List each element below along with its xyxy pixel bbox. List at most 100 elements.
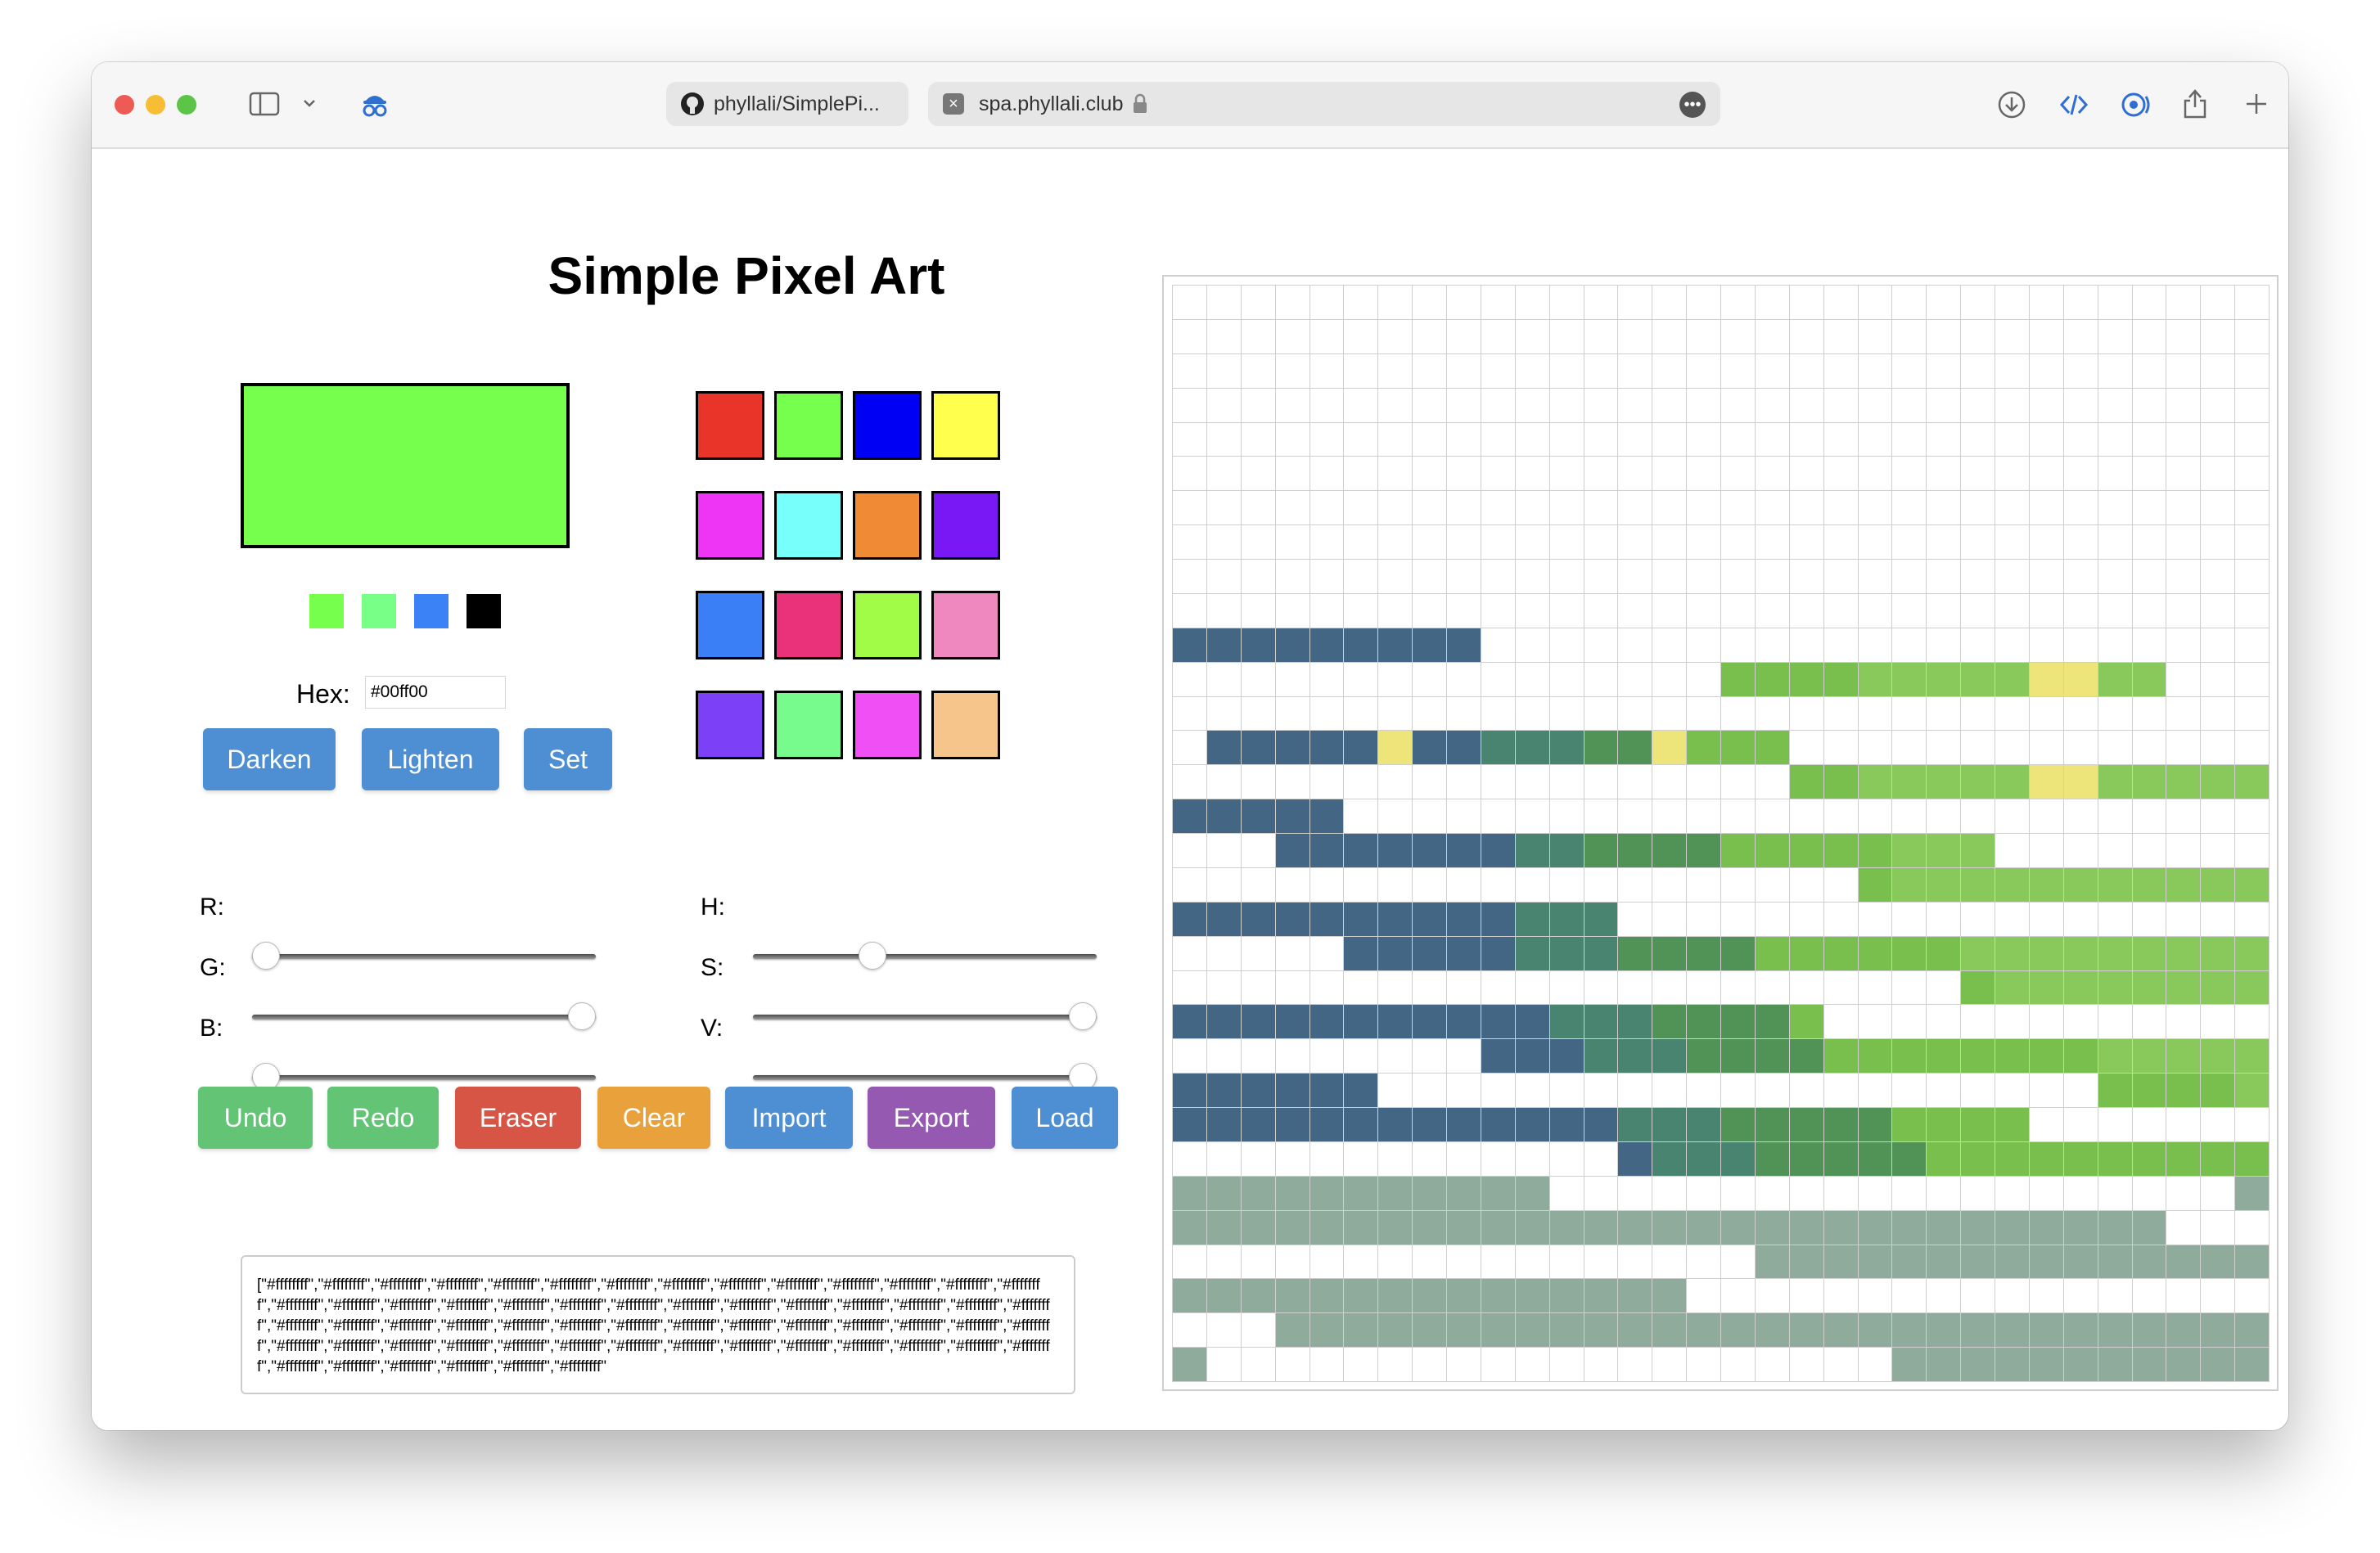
pixel-cell[interactable] bbox=[1721, 593, 1756, 628]
pixel-cell[interactable] bbox=[1309, 1039, 1345, 1074]
pixel-cell[interactable] bbox=[1549, 1039, 1584, 1074]
pixel-cell[interactable] bbox=[1515, 834, 1550, 868]
pixel-cell[interactable] bbox=[1789, 319, 1824, 354]
pixel-cell[interactable] bbox=[2166, 1176, 2202, 1211]
pixel-cell[interactable] bbox=[1549, 388, 1584, 423]
pixel-cell[interactable] bbox=[2063, 1141, 2098, 1177]
pixel-cell[interactable] bbox=[1995, 353, 2030, 389]
pixel-cell[interactable] bbox=[2201, 1141, 2236, 1177]
pixel-cell[interactable] bbox=[1892, 1176, 1927, 1211]
pixel-cell[interactable] bbox=[1549, 353, 1584, 389]
pixel-cell[interactable] bbox=[1584, 1039, 1619, 1074]
pixel-cell[interactable] bbox=[1515, 560, 1550, 594]
pixel-cell[interactable] bbox=[1206, 696, 1242, 731]
pixel-cell[interactable] bbox=[1789, 422, 1824, 457]
pixel-cell[interactable] bbox=[1344, 560, 1379, 594]
pixel-cell[interactable] bbox=[2029, 1313, 2064, 1348]
pixel-cell[interactable] bbox=[1927, 1348, 1962, 1382]
pixel-cell[interactable] bbox=[1344, 834, 1379, 868]
pixel-cell[interactable] bbox=[1344, 731, 1379, 766]
pixel-cell[interactable] bbox=[1789, 525, 1824, 560]
pixel-cell[interactable] bbox=[1755, 1245, 1790, 1280]
pixel-cell[interactable] bbox=[1515, 491, 1550, 526]
pixel-cell[interactable] bbox=[1481, 593, 1516, 628]
pixel-cell[interactable] bbox=[2235, 319, 2270, 354]
pixel-cell[interactable] bbox=[1823, 799, 1859, 834]
pixel-cell[interactable] bbox=[1789, 1245, 1824, 1280]
pixel-cell[interactable] bbox=[2132, 1005, 2167, 1040]
pixel-cell[interactable] bbox=[1961, 525, 1995, 560]
pixel-cell[interactable] bbox=[1618, 1245, 1653, 1280]
pixel-cell[interactable] bbox=[1173, 970, 1207, 1006]
pixel-cell[interactable] bbox=[1961, 593, 1995, 628]
pixel-cell[interactable] bbox=[1481, 491, 1516, 526]
pixel-cell[interactable] bbox=[2201, 1279, 2236, 1314]
pixel-cell[interactable] bbox=[1927, 1039, 1962, 1074]
pixel-cell[interactable] bbox=[1275, 936, 1310, 971]
pixel-cell[interactable] bbox=[1927, 1245, 1962, 1280]
pixel-cell[interactable] bbox=[1515, 525, 1550, 560]
pixel-cell[interactable] bbox=[1378, 970, 1413, 1006]
pixel-cell[interactable] bbox=[1275, 593, 1310, 628]
pixel-cell[interactable] bbox=[1789, 662, 1824, 697]
pixel-cell[interactable] bbox=[1618, 662, 1653, 697]
pixel-cell[interactable] bbox=[1687, 765, 1721, 800]
pixel-cell[interactable] bbox=[1413, 457, 1447, 492]
pixel-cell[interactable] bbox=[1789, 593, 1824, 628]
pixel-cell[interactable] bbox=[1515, 731, 1550, 766]
pixel-cell[interactable] bbox=[1584, 1005, 1619, 1040]
pixel-cell[interactable] bbox=[1755, 799, 1790, 834]
pixel-cell[interactable] bbox=[1892, 286, 1927, 320]
palette-swatch[interactable] bbox=[931, 391, 1000, 460]
pixel-cell[interactable] bbox=[1344, 970, 1379, 1006]
pixel-cell[interactable] bbox=[1344, 353, 1379, 389]
pixel-cell[interactable] bbox=[1961, 1039, 1995, 1074]
pixel-cell[interactable] bbox=[1206, 1348, 1242, 1382]
pixel-cell[interactable] bbox=[1961, 834, 1995, 868]
pixel-cell[interactable] bbox=[1755, 1005, 1790, 1040]
pixel-cell[interactable] bbox=[1789, 1141, 1824, 1177]
pixel-cell[interactable] bbox=[2235, 662, 2270, 697]
pixel-cell[interactable] bbox=[1892, 1279, 1927, 1314]
pixel-cell[interactable] bbox=[1755, 662, 1790, 697]
pixel-cell[interactable] bbox=[2063, 422, 2098, 457]
pixel-cell[interactable] bbox=[1413, 1279, 1447, 1314]
pixel-cell[interactable] bbox=[2063, 319, 2098, 354]
pixel-cell[interactable] bbox=[1892, 319, 1927, 354]
pixel-cell[interactable] bbox=[2166, 319, 2202, 354]
code-icon[interactable] bbox=[2059, 90, 2089, 119]
pixel-cell[interactable] bbox=[1892, 902, 1927, 937]
pixel-cell[interactable] bbox=[1275, 353, 1310, 389]
pixel-cell[interactable] bbox=[1755, 1313, 1790, 1348]
pixel-cell[interactable] bbox=[1584, 422, 1619, 457]
pixel-cell[interactable] bbox=[1173, 1108, 1207, 1142]
palette-swatch[interactable] bbox=[853, 491, 922, 560]
pixel-cell[interactable] bbox=[1378, 696, 1413, 731]
pixel-cell[interactable] bbox=[1755, 525, 1790, 560]
pixel-cell[interactable] bbox=[2166, 560, 2202, 594]
pixel-cell[interactable] bbox=[2098, 731, 2133, 766]
pixel-cell[interactable] bbox=[1549, 731, 1584, 766]
pixel-cell[interactable] bbox=[1481, 936, 1516, 971]
pixel-cell[interactable] bbox=[1721, 560, 1756, 594]
pixel-cell[interactable] bbox=[1447, 388, 1481, 423]
tab-active-address[interactable]: × spa.phyllali.club ••• bbox=[928, 82, 1720, 126]
pixel-cell[interactable] bbox=[1413, 422, 1447, 457]
pixel-cell[interactable] bbox=[1618, 422, 1653, 457]
pixel-cell[interactable] bbox=[1721, 799, 1756, 834]
pixel-cell[interactable] bbox=[2098, 422, 2133, 457]
pixel-cell[interactable] bbox=[2166, 1348, 2202, 1382]
sidebar-toggle-icon[interactable] bbox=[249, 92, 280, 116]
pixel-cell[interactable] bbox=[1515, 936, 1550, 971]
pixel-cell[interactable] bbox=[1789, 1039, 1824, 1074]
pixel-cell[interactable] bbox=[1173, 491, 1207, 526]
pixel-cell[interactable] bbox=[1241, 422, 1276, 457]
pixel-cell[interactable] bbox=[1206, 1141, 1242, 1177]
pixel-cell[interactable] bbox=[2235, 1210, 2270, 1245]
pixel-cell[interactable] bbox=[1755, 731, 1790, 766]
pixel-cell[interactable] bbox=[1892, 867, 1927, 903]
close-tab-icon[interactable]: × bbox=[943, 93, 964, 115]
pixel-cell[interactable] bbox=[1275, 319, 1310, 354]
pixel-cell[interactable] bbox=[1447, 1245, 1481, 1280]
pixel-cell[interactable] bbox=[2201, 286, 2236, 320]
